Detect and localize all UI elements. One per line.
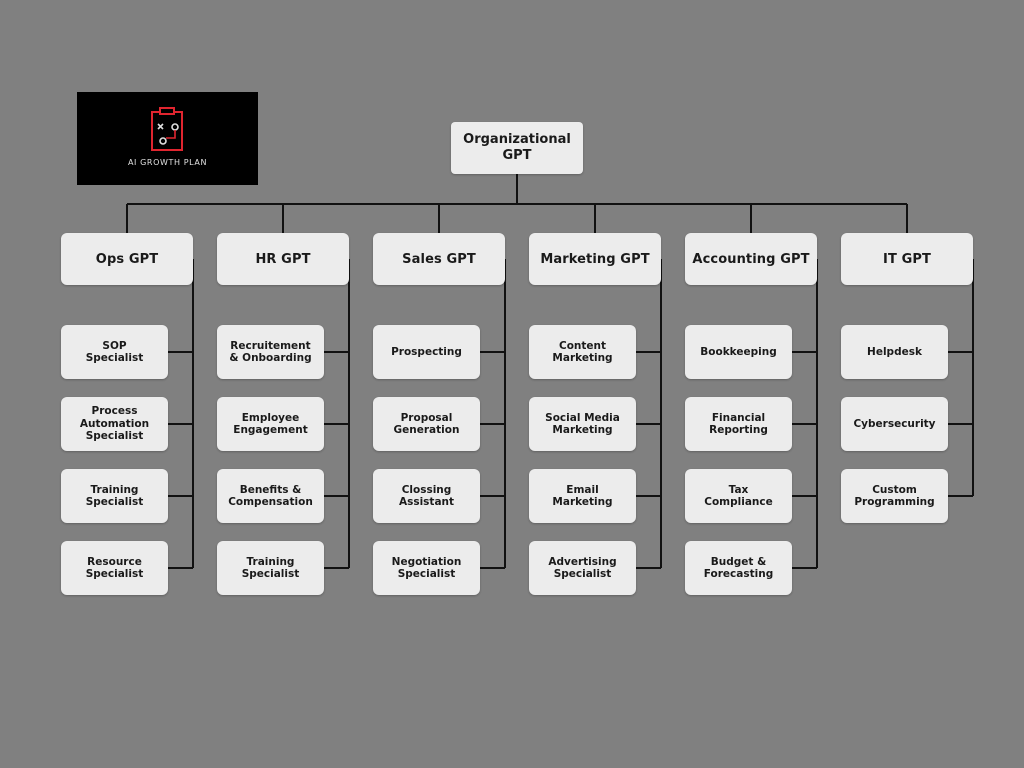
department-node: IT GPT xyxy=(841,233,973,285)
role-node: Negotiation Specialist xyxy=(373,541,480,595)
role-node: SOP Specialist xyxy=(61,325,168,379)
role-node: Process Automation Specialist xyxy=(61,397,168,451)
role-node: Custom Programming xyxy=(841,469,948,523)
role-node: Benefits & Compensation xyxy=(217,469,324,523)
department-node: Marketing GPT xyxy=(529,233,661,285)
role-node: Employee Engagement xyxy=(217,397,324,451)
role-node: Social Media Marketing xyxy=(529,397,636,451)
department-node: Sales GPT xyxy=(373,233,505,285)
role-node: Email Marketing xyxy=(529,469,636,523)
role-node: Cybersecurity xyxy=(841,397,948,451)
role-node: Advertising Specialist xyxy=(529,541,636,595)
clipboard-icon xyxy=(151,107,183,151)
department-node: Accounting GPT xyxy=(685,233,817,285)
role-node: Training Specialist xyxy=(217,541,324,595)
role-node: Prospecting xyxy=(373,325,480,379)
role-node: Clossing Assistant xyxy=(373,469,480,523)
role-node: Tax Compliance xyxy=(685,469,792,523)
role-node: Resource Specialist xyxy=(61,541,168,595)
department-node: Ops GPT xyxy=(61,233,193,285)
role-node: Bookkeeping xyxy=(685,325,792,379)
logo-text: AI GROWTH PLAN xyxy=(127,158,208,167)
role-node: Financial Reporting xyxy=(685,397,792,451)
role-node: Helpdesk xyxy=(841,325,948,379)
role-node: Budget & Forecasting xyxy=(685,541,792,595)
department-node: HR GPT xyxy=(217,233,349,285)
role-node: Training Specialist xyxy=(61,469,168,523)
logo: AI GROWTH PLAN xyxy=(77,92,258,185)
role-node: Recruitement & Onboarding xyxy=(217,325,324,379)
role-node: Content Marketing xyxy=(529,325,636,379)
root-node: Organizational GPT xyxy=(451,122,583,174)
role-node: Proposal Generation xyxy=(373,397,480,451)
